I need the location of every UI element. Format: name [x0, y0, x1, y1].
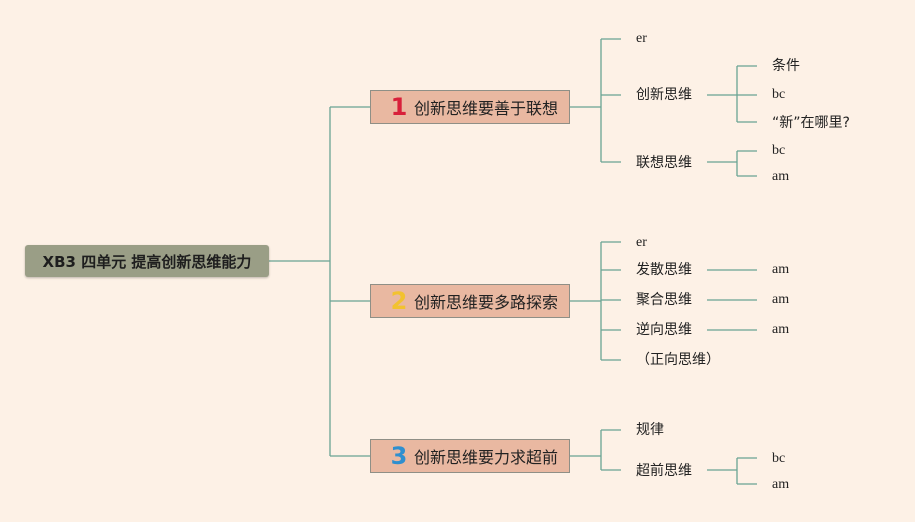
b2-child-er[interactable]: er: [636, 235, 647, 250]
b1-leaf-where-new[interactable]: “新”在哪里?: [772, 115, 850, 131]
b1-leaf-bc-2[interactable]: bc: [772, 143, 786, 158]
b1-leaf-am[interactable]: am: [772, 169, 790, 184]
b3-child-advanced-thinking[interactable]: 超前思维: [636, 463, 692, 479]
branch-label-1: 创新思维要善于联想: [414, 99, 559, 118]
branch-label-3: 创新思维要力求超前: [414, 448, 559, 467]
b2-child-convergent-thinking[interactable]: 聚合思维: [636, 292, 692, 308]
number-badge-2: 2: [390, 287, 408, 315]
branch-label-2: 创新思维要多路探索: [414, 293, 559, 312]
branch-node-1[interactable]: 1 创新思维要善于联想: [370, 90, 570, 124]
b2-leaf-am-2[interactable]: am: [772, 292, 790, 307]
b2-leaf-am-1[interactable]: am: [772, 262, 790, 277]
b1-child-innovative-thinking[interactable]: 创新思维: [636, 87, 692, 103]
number-badge-1: 1: [390, 93, 408, 121]
b2-child-reverse-thinking[interactable]: 逆向思维: [636, 322, 692, 338]
number-badge-3: 3: [390, 442, 408, 470]
b1-leaf-condition[interactable]: 条件: [772, 58, 800, 74]
b2-child-forward-thinking[interactable]: （正向思维）: [636, 352, 720, 368]
branch-node-3[interactable]: 3 创新思维要力求超前: [370, 439, 570, 473]
b3-leaf-bc[interactable]: bc: [772, 451, 786, 466]
branch-node-2[interactable]: 2 创新思维要多路探索: [370, 284, 570, 318]
root-label: XB3 四单元 提高创新思维能力: [42, 252, 252, 271]
b2-child-divergent-thinking[interactable]: 发散思维: [636, 262, 692, 278]
b1-child-associative-thinking[interactable]: 联想思维: [636, 155, 692, 171]
b3-child-rule[interactable]: 规律: [636, 422, 664, 438]
b1-child-er[interactable]: er: [636, 31, 647, 46]
b1-leaf-bc[interactable]: bc: [772, 87, 786, 102]
root-node[interactable]: XB3 四单元 提高创新思维能力: [25, 245, 269, 277]
b3-leaf-am[interactable]: am: [772, 477, 790, 492]
b2-leaf-am-3[interactable]: am: [772, 322, 790, 337]
